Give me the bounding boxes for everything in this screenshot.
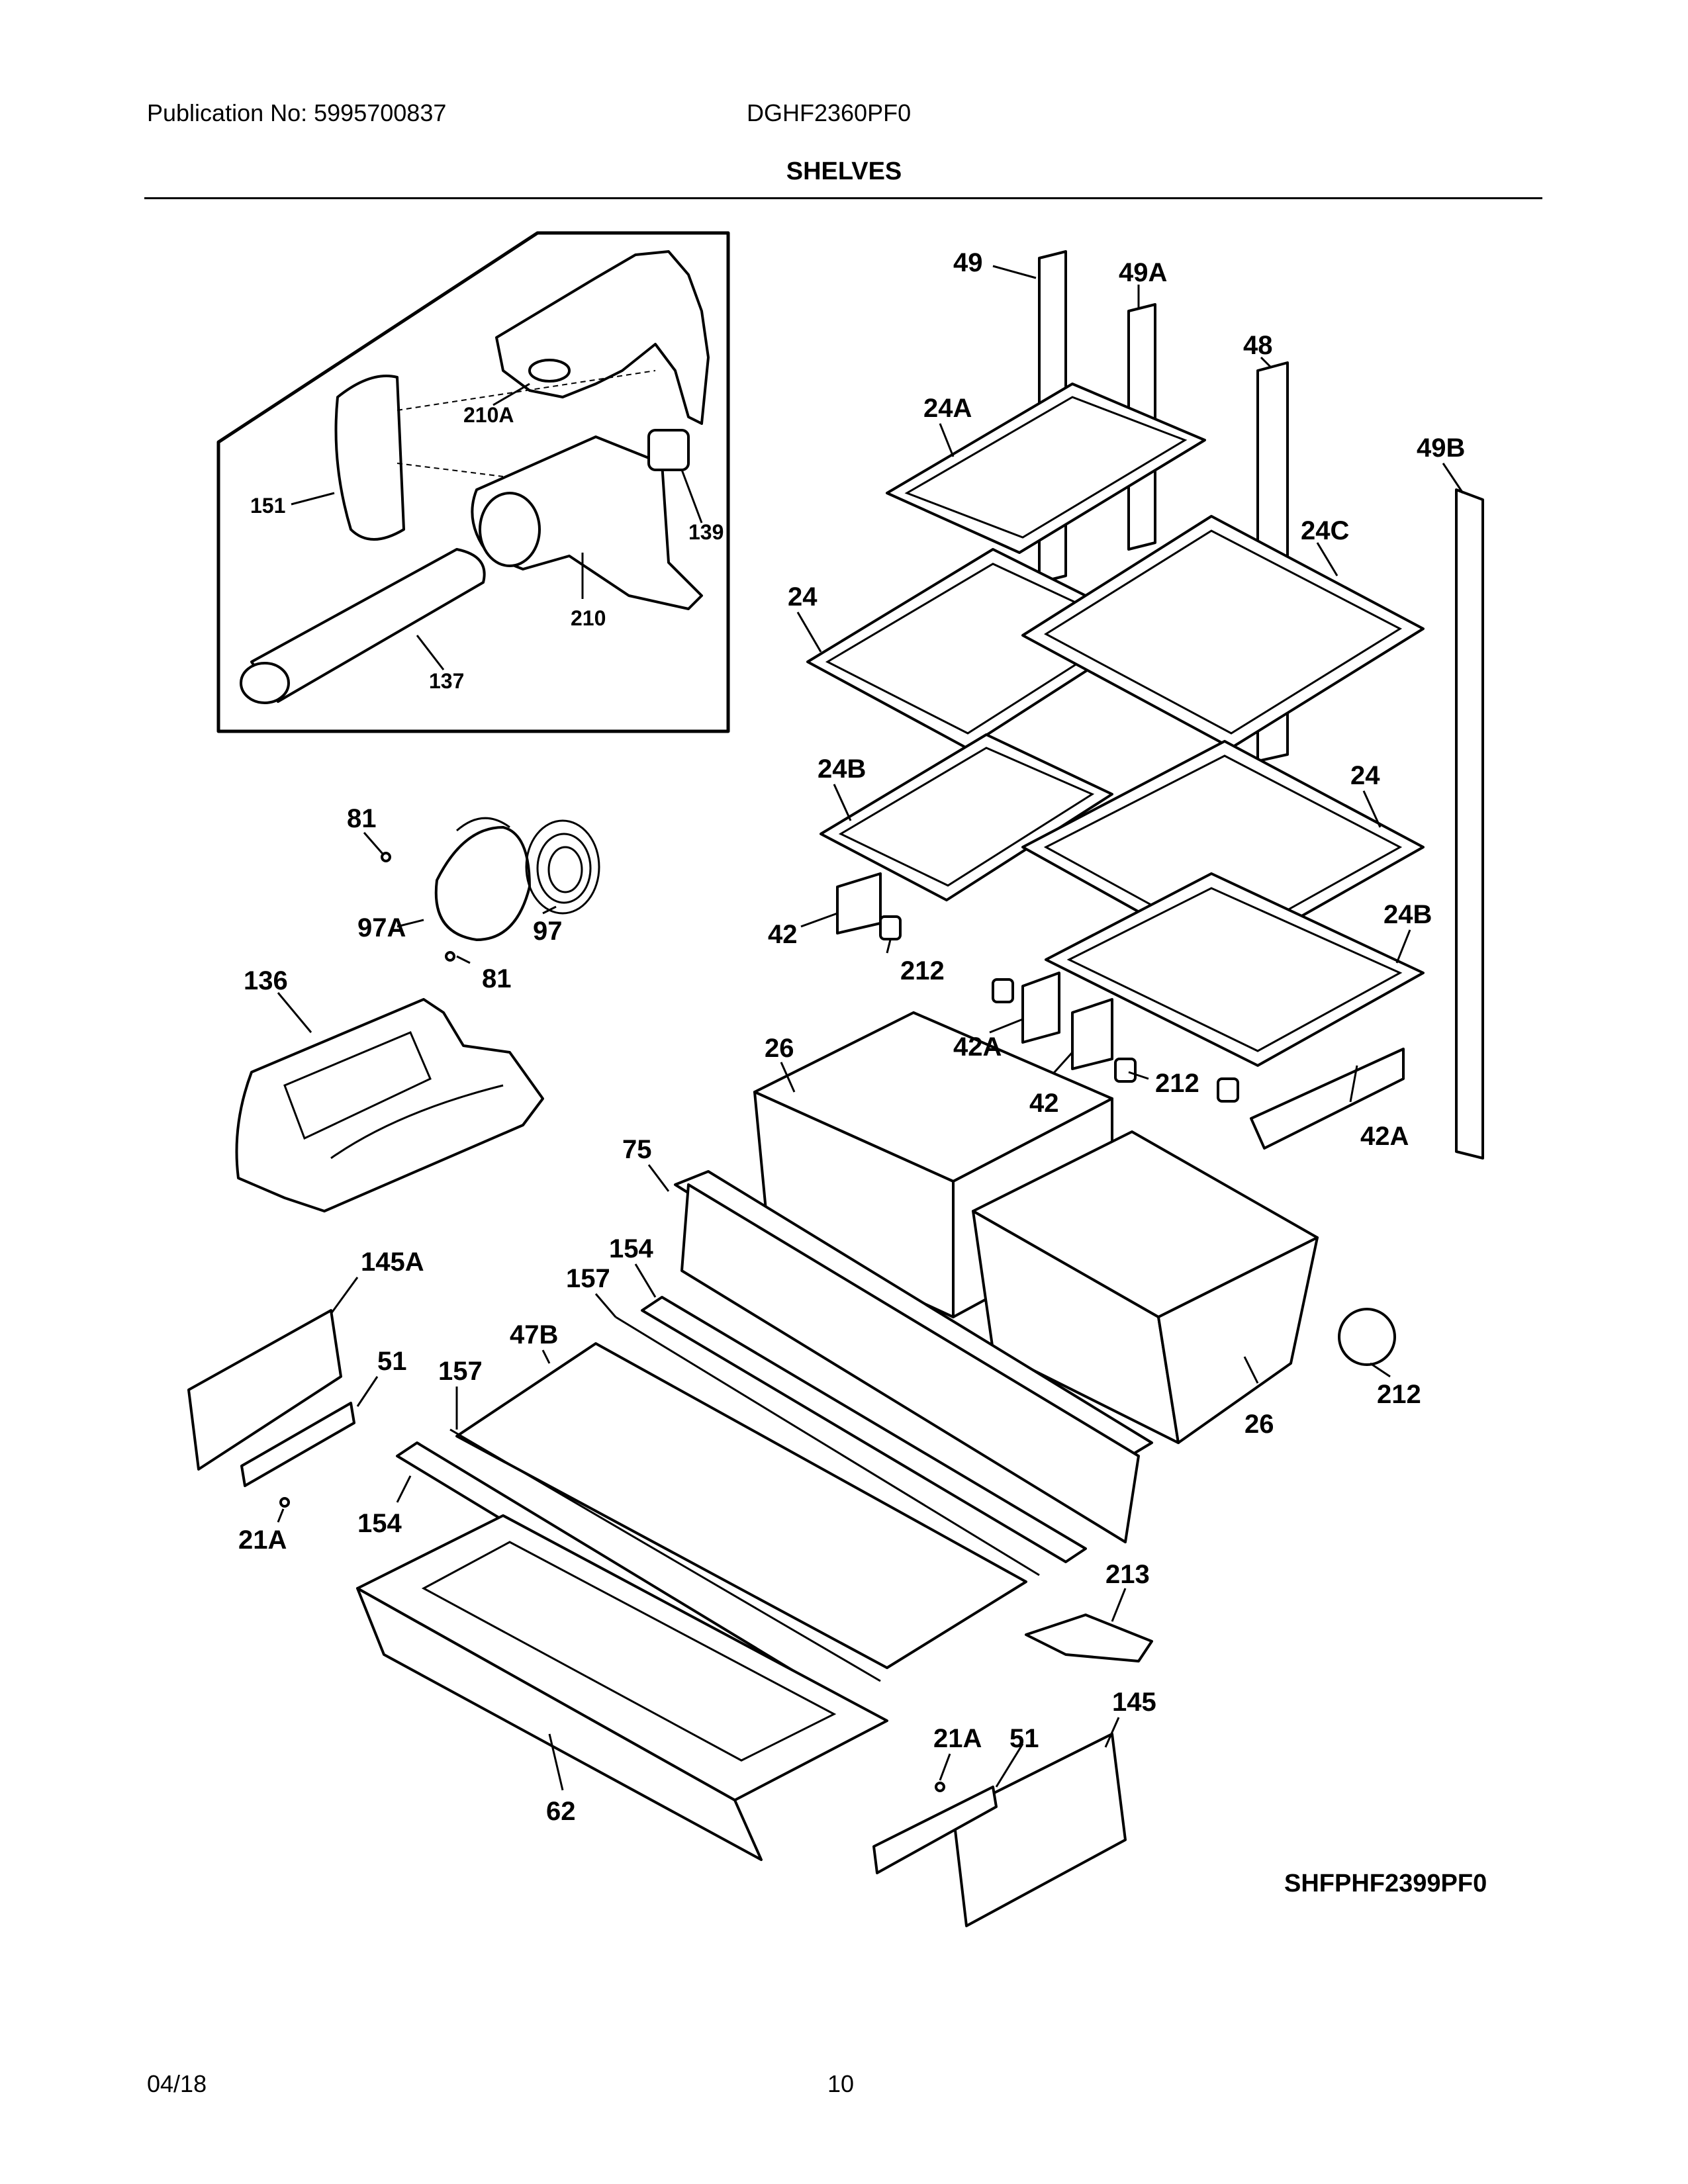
- guide-213: [1025, 1614, 1153, 1662]
- label-24-left: 24: [788, 582, 818, 612]
- label-151: 151: [250, 494, 285, 518]
- label-75: 75: [622, 1135, 652, 1164]
- left-drawer-bracket: [187, 1277, 379, 1523]
- label-24B-left: 24B: [818, 754, 866, 784]
- label-213: 213: [1105, 1560, 1150, 1589]
- housing-opening: [479, 492, 541, 567]
- label-49B: 49B: [1417, 433, 1465, 463]
- label-24B-right: 24B: [1383, 900, 1432, 929]
- bracket-42A-left: [1021, 972, 1060, 1044]
- bypass-valve: [647, 429, 690, 471]
- clip-212-a: [879, 915, 902, 940]
- frame-154-top: [641, 1296, 1087, 1563]
- shelf-brackets: [800, 872, 1405, 1150]
- housing-port: [528, 359, 571, 383]
- cartridge-end: [240, 662, 290, 704]
- label-157-top: 157: [566, 1264, 610, 1293]
- label-139: 139: [688, 520, 724, 544]
- label-47B: 47B: [510, 1320, 558, 1349]
- section-title: SHELVES: [786, 158, 902, 185]
- label-24-right: 24: [1350, 761, 1380, 790]
- handle-136: [235, 992, 544, 1212]
- crisper-drawers: [753, 1011, 1396, 1444]
- light-cover-group: [363, 817, 600, 964]
- screw-81-bottom: [445, 951, 455, 962]
- label-42-left: 42: [768, 920, 798, 949]
- label-210: 210: [571, 606, 606, 630]
- cover-75: [680, 1183, 1140, 1543]
- label-26-top: 26: [765, 1034, 794, 1063]
- shelf-24A: [886, 383, 1206, 554]
- shelf-24B-right: [1045, 872, 1425, 1067]
- glass-47B: [455, 1342, 1027, 1669]
- bracket-42-left: [836, 872, 882, 934]
- clip-212-d: [1217, 1077, 1239, 1103]
- bracket-42A-right: [1250, 1048, 1405, 1150]
- glass-shelves: [796, 383, 1425, 1067]
- part-213: [1025, 1588, 1153, 1662]
- clip-212-b: [992, 978, 1014, 1003]
- handle: [235, 998, 544, 1212]
- label-49: 49: [953, 248, 983, 277]
- shelf-24C: [1021, 515, 1425, 749]
- deli-pan-62: [356, 1514, 888, 1861]
- label-21A-left: 21A: [238, 1525, 287, 1555]
- label-21A-right: 21A: [933, 1724, 982, 1753]
- label-154-top: 154: [609, 1234, 653, 1263]
- label-97: 97: [533, 917, 563, 946]
- screw-21A-right: [935, 1782, 945, 1792]
- bracket-145A: [187, 1309, 342, 1471]
- page-number: 10: [827, 2070, 855, 2097]
- clip-212-detail: [1338, 1308, 1396, 1366]
- light-cover: [434, 826, 531, 941]
- label-212-a: 212: [900, 956, 945, 985]
- bracket-145: [952, 1733, 1127, 1927]
- callout-labels: 210A 151 139 210 137 81 97 97A 81 136 49…: [238, 248, 1465, 1826]
- label-42A-right: 42A: [1360, 1122, 1409, 1151]
- publication-number: Publication No: 5995700837: [147, 99, 447, 126]
- label-42A-left: 42A: [953, 1032, 1002, 1062]
- label-212-b: 212: [1155, 1069, 1199, 1098]
- label-42-right: 42: [1029, 1089, 1059, 1118]
- label-210A: 210A: [463, 403, 514, 427]
- label-62: 62: [546, 1797, 576, 1826]
- filter-cartridge: [250, 548, 486, 703]
- clip-212-c: [1114, 1058, 1137, 1083]
- label-48: 48: [1243, 331, 1273, 360]
- pan-front: [356, 1587, 763, 1861]
- label-137: 137: [429, 669, 464, 693]
- label-81-bottom: 81: [482, 964, 512, 993]
- label-26-bottom: 26: [1244, 1410, 1274, 1439]
- right-drawer-bracket: [872, 1717, 1127, 1927]
- wire-coil: [525, 819, 600, 915]
- label-145: 145: [1112, 1688, 1156, 1717]
- header-rule: [144, 197, 1542, 199]
- screw-81-top: [381, 852, 391, 862]
- label-49A: 49A: [1119, 258, 1167, 287]
- slide-51-right: [872, 1786, 998, 1874]
- label-24C: 24C: [1301, 516, 1349, 545]
- slide-51-left: [240, 1402, 355, 1487]
- label-212-c: 212: [1377, 1380, 1421, 1409]
- label-81-top: 81: [347, 804, 377, 833]
- label-154-bottom: 154: [357, 1509, 402, 1538]
- label-145A: 145A: [361, 1248, 424, 1277]
- bracket-42-right: [1071, 998, 1113, 1070]
- label-24A: 24A: [923, 394, 972, 423]
- label-157-bottom: 157: [438, 1357, 483, 1386]
- footer-date: 04/18: [147, 2070, 207, 2097]
- water-filter-inset: [216, 231, 730, 733]
- label-97A: 97A: [357, 913, 406, 942]
- screw-21A-left: [279, 1497, 290, 1508]
- rail-49B: [1455, 488, 1484, 1160]
- diagram-code: SHFPHF2399PF0: [1284, 1870, 1487, 1897]
- label-51-left: 51: [377, 1347, 407, 1376]
- filter-cover: [334, 375, 405, 541]
- label-51-right: 51: [1009, 1724, 1039, 1753]
- crisper-cover-assembly: [396, 1164, 1153, 1722]
- label-136: 136: [244, 966, 288, 995]
- model-number: DGHF2360PF0: [747, 99, 912, 126]
